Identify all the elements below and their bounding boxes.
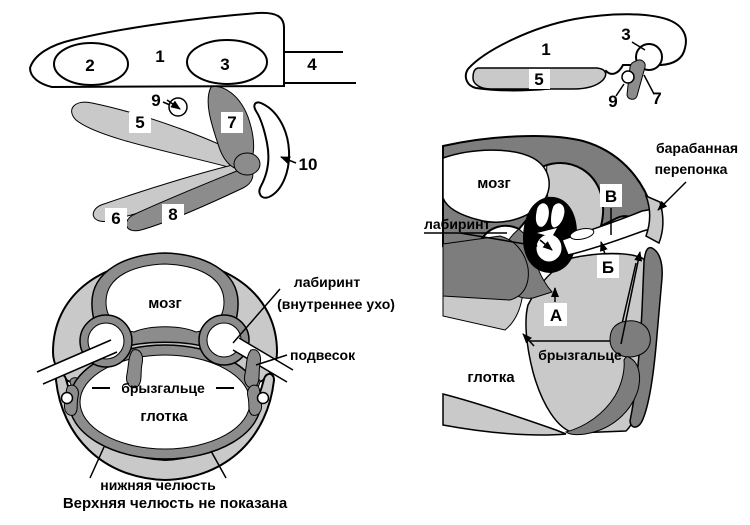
spiracle-label: брызгальце <box>121 380 205 396</box>
labyrinth-label-line1: лабиринт <box>294 274 361 290</box>
gap-right-edge-a <box>238 337 294 371</box>
tympanic-pointer <box>657 181 687 211</box>
jaw-joint-blob <box>233 152 261 176</box>
number-3: 3 <box>220 55 229 74</box>
quadrate-blob <box>609 320 651 358</box>
otic-capsule <box>186 39 268 85</box>
suspensor-pointer <box>255 354 288 366</box>
brain-label: мозг <box>148 295 182 312</box>
shark-lateral-view: 1 2 3 4 5 7 6 8 9 10 <box>28 11 356 232</box>
marker-v-box <box>600 184 622 207</box>
marker-a-box <box>544 303 567 326</box>
marker-a: А <box>550 306 562 325</box>
marker-b: Б <box>602 258 614 277</box>
gap-left-edge-a <box>36 339 112 373</box>
spiracle-circle-small <box>621 70 635 84</box>
labyrinth-canal-right <box>550 202 566 229</box>
hyomandibula-rod <box>626 59 646 100</box>
number-5-box <box>529 69 550 89</box>
spiracle-gap-left <box>33 339 121 385</box>
pharynx-floor-strip <box>442 393 567 436</box>
spiracle-gap-right <box>229 337 297 383</box>
tympanic-label-line2: перепонка <box>655 161 728 177</box>
labyrinth-label: лабиринт <box>424 216 491 232</box>
hyoid-blade <box>125 165 254 232</box>
label7-pointer <box>643 74 655 95</box>
nasal-capsule <box>53 42 129 86</box>
marker-b-box <box>597 255 619 278</box>
number-3: 3 <box>621 25 630 44</box>
shark-cross-section: мозг брызгальце глотка лабиринт (внутрен… <box>33 252 395 512</box>
number-5-box <box>129 112 151 133</box>
lower-jaw-pointer-right <box>210 450 227 479</box>
stapes-plate <box>569 228 595 240</box>
label9-pointer <box>615 83 625 97</box>
number-8-box <box>162 204 184 225</box>
gap-left-edge-b <box>42 351 118 385</box>
skull-floor-wrap <box>442 235 529 301</box>
hyoid-crescent <box>564 356 641 436</box>
labyrinth-canal-left <box>534 202 550 228</box>
pharynx-cavity <box>79 354 251 450</box>
label10-pointer <box>280 156 297 165</box>
number-5: 5 <box>534 70 543 89</box>
number-8: 8 <box>168 205 177 224</box>
labyrinth-pointer <box>232 288 281 344</box>
suspensor-teardrop-left-inner <box>126 349 143 389</box>
number-5: 5 <box>135 113 144 132</box>
marker-b-arrow <box>600 241 608 255</box>
pharynx-label: глотка <box>140 408 188 425</box>
number-6-box <box>105 208 127 229</box>
number-6: 6 <box>111 209 120 228</box>
labyrinth-wedge <box>537 228 557 237</box>
upper-jaw-note: Верхняя челюсть не показана <box>63 495 288 512</box>
number-2: 2 <box>85 56 94 75</box>
label3-pointer <box>631 41 646 51</box>
labyrinth-label-line2: (внутреннее ухо) <box>277 296 395 312</box>
number-4: 4 <box>307 55 317 74</box>
labyrinth-inner-arrow <box>539 239 553 251</box>
suspensor-label: подвесок <box>290 347 356 363</box>
number-7: 7 <box>652 89 661 108</box>
label9-pointer <box>162 101 171 106</box>
number-1: 1 <box>541 40 550 59</box>
number-7: 7 <box>227 113 236 132</box>
number-7-box <box>221 112 243 133</box>
number-1: 1 <box>155 47 164 66</box>
pharynx-label: глотка <box>467 369 515 386</box>
number-9: 9 <box>608 92 617 111</box>
labyrinth-pointer <box>459 232 538 249</box>
spiracle-pointer <box>522 333 535 347</box>
spiracle-arrow <box>166 99 181 110</box>
tetrapod-lateral-view: 1 5 3 9 7 <box>464 13 687 111</box>
jaw-tip-circle-left <box>60 391 74 405</box>
spiracle-path-arrow <box>620 251 643 345</box>
gill-arch-crescent <box>253 101 291 199</box>
spiracle-label: брызгальце <box>538 347 622 363</box>
tympanic-label-line1: барабанная <box>656 140 738 156</box>
jaw-tip-circle-right <box>256 391 270 405</box>
marker-v: В <box>605 187 617 206</box>
lower-jaw-pointer-left <box>89 446 105 479</box>
lower-jaw-label: нижняя челюсть <box>100 477 216 493</box>
tetrapod-cross-section: мозг лабиринт барабанная перепонка В Б А… <box>424 135 738 436</box>
number-9: 9 <box>151 91 160 110</box>
number-10: 10 <box>299 155 318 174</box>
brain-label: мозг <box>477 175 511 192</box>
